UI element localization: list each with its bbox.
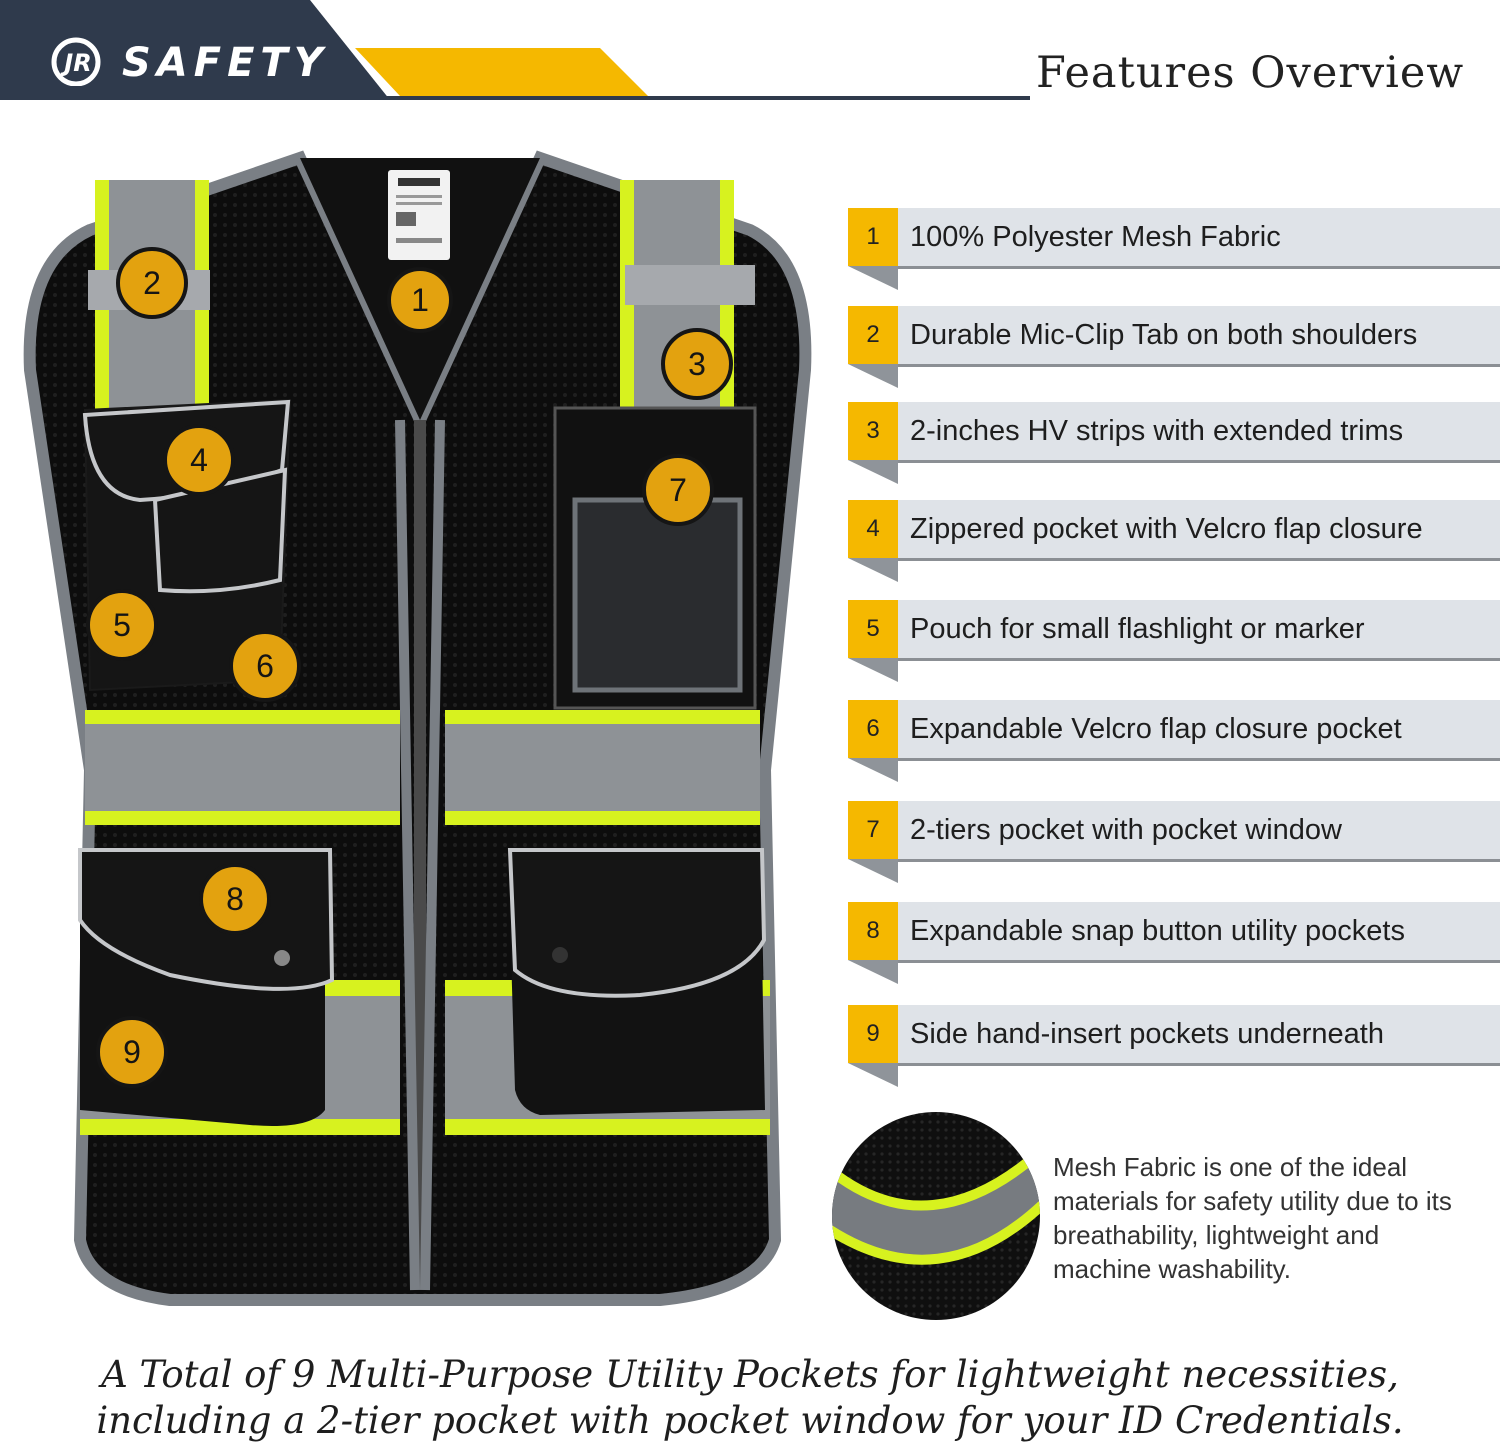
mesh-fabric-description: Mesh Fabric is one of the ideal material… [1053,1152,1452,1284]
svg-text:7: 7 [669,472,687,508]
vest-callout-1: 1 [387,267,453,333]
svg-text:6: 6 [256,648,274,684]
feature-item-2: 2 Durable Mic-Clip Tab on both shoulders [848,306,1500,390]
svg-text:9: 9 [123,1034,141,1070]
svg-text:JR: JR [60,49,91,77]
feature-number: 6 [848,700,898,758]
svg-text:5: 5 [113,607,131,643]
header-band [0,0,1030,100]
feature-number: 8 [848,902,898,960]
vest-callout-9: 9 [96,1016,168,1088]
vest-callout-6: 6 [229,630,301,702]
feature-item-5: 5 Pouch for small flashlight or marker [848,600,1500,684]
svg-text:1: 1 [411,282,429,318]
svg-text:8: 8 [226,881,244,917]
feature-item-9: 9 Side hand-insert pockets underneath [848,1005,1500,1089]
feature-item-8: 8 Expandable snap button utility pockets [848,902,1500,986]
feature-item-6: 6 Expandable Velcro flap closure pocket [848,700,1500,784]
vest-callout-7: 7 [642,454,714,526]
feature-label: 2-inches HV strips with extended trims [910,415,1404,447]
feature-label: Durable Mic-Clip Tab on both shoulders [910,319,1418,351]
feature-label: Expandable Velcro flap closure pocket [910,713,1402,745]
feature-number: 2 [848,306,898,364]
brand-logo-text: SAFETY [122,40,329,86]
feature-label: Side hand-insert pockets underneath [910,1018,1384,1050]
feature-label: 2-tiers pocket with pocket window [910,814,1342,846]
footer-line-1: A Total of 9 Multi-Purpose Utility Pocke… [101,1353,1399,1396]
vest-illustration: 1 2 3 4 5 6 7 8 9 [23,150,812,1306]
feature-label: 100% Polyester Mesh Fabric [910,221,1281,253]
feature-item-4: 4 Zippered pocket with Velcro flap closu… [848,500,1500,584]
feature-item-3: 3 2-inches HV strips with extended trims [848,402,1500,486]
feature-number: 9 [848,1005,898,1063]
vest-callout-4: 4 [163,424,235,496]
footer-tagline: A Total of 9 Multi-Purpose Utility Pocke… [0,1352,1500,1444]
feature-label: Zippered pocket with Velcro flap closure [910,513,1423,545]
feature-item-7: 7 2-tiers pocket with pocket window [848,801,1500,885]
feature-number: 5 [848,600,898,658]
feature-label: Pouch for small flashlight or marker [910,613,1365,645]
vest-callout-5: 5 [86,589,158,661]
svg-text:4: 4 [190,442,208,478]
feature-label: Expandable snap button utility pockets [910,915,1405,947]
svg-text:3: 3 [688,346,706,382]
svg-text:2: 2 [143,265,161,301]
vest-callout-3: 3 [661,328,733,400]
feature-number: 1 [848,208,898,266]
vest-callout-8: 8 [199,863,271,935]
feature-number: 7 [848,801,898,859]
page-title: Features Overview [1036,48,1465,98]
vest-callout-2: 2 [116,247,188,319]
size-label-tag [388,170,450,260]
mesh-fabric-swatch [832,1112,1040,1320]
brand-logo-icon: JR [51,37,101,86]
feature-item-1: 1 100% Polyester Mesh Fabric [848,208,1500,292]
feature-number: 4 [848,500,898,558]
feature-number: 3 [848,402,898,460]
footer-line-2: including a 2-tier pocket with pocket wi… [96,1399,1404,1442]
